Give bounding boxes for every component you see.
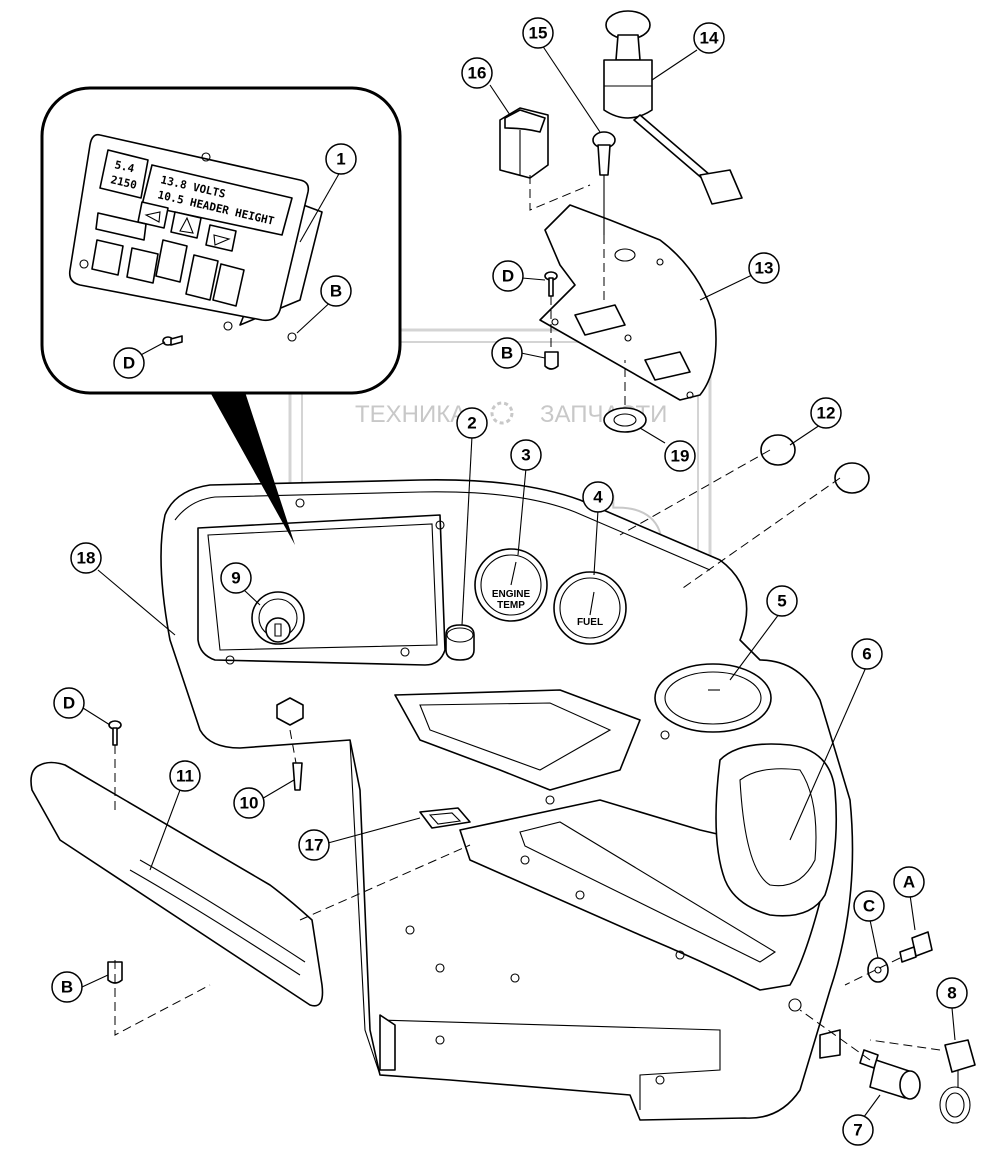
svg-text:6: 6 bbox=[862, 645, 871, 664]
lcd-left-value-2: 2150 bbox=[109, 173, 138, 192]
svg-text:15: 15 bbox=[529, 24, 548, 43]
svg-text:19: 19 bbox=[671, 447, 690, 466]
display-right-arrow-button bbox=[205, 224, 237, 252]
display-screws bbox=[79, 152, 297, 342]
armrest-pad bbox=[30, 761, 324, 1007]
round-plugs-12 bbox=[760, 434, 870, 494]
callout-14: 14 bbox=[693, 22, 725, 54]
watermark-text-right: ЗАПЧАСТИ bbox=[540, 401, 667, 428]
fuel-gauge: FUEL bbox=[553, 571, 627, 645]
callout-3: 3 bbox=[510, 439, 542, 471]
display-left-arrow-button bbox=[137, 201, 169, 229]
svg-text:D: D bbox=[63, 694, 75, 713]
plug-button-10 bbox=[276, 697, 304, 726]
svg-text:16: 16 bbox=[468, 64, 487, 83]
callout-4: 4 bbox=[582, 481, 614, 513]
callout-1: 1 bbox=[325, 143, 357, 175]
svg-text:2: 2 bbox=[467, 414, 476, 433]
callout-12: 12 bbox=[810, 397, 842, 429]
callouts: 1 B D 2 3 4 5 6 7 8 9 10 11 12 13 14 15 … bbox=[51, 17, 968, 1146]
callout-A: A bbox=[893, 866, 925, 898]
mounting-holes bbox=[225, 498, 802, 1085]
callout-C: C bbox=[853, 890, 885, 922]
display-function-keys bbox=[91, 212, 245, 307]
ignition-switch bbox=[251, 591, 305, 645]
callout-D-inset: D bbox=[113, 347, 145, 379]
push-switch-14 bbox=[603, 10, 743, 205]
svg-text:B: B bbox=[501, 344, 513, 363]
callout-15: 15 bbox=[522, 17, 554, 49]
inset-pointer bbox=[210, 392, 295, 545]
storage-cover bbox=[654, 663, 772, 733]
console-body bbox=[160, 479, 854, 1121]
engine-temp-label-1: ENGINE bbox=[492, 589, 531, 600]
callout-2: 2 bbox=[456, 407, 488, 439]
rocker-switch-16 bbox=[499, 107, 549, 179]
svg-text:10: 10 bbox=[240, 794, 259, 813]
mounting-plate-13 bbox=[539, 204, 717, 401]
svg-text:3: 3 bbox=[521, 446, 530, 465]
callout-18: 18 bbox=[70, 542, 102, 574]
clip-10 bbox=[292, 762, 303, 791]
callout-9: 9 bbox=[220, 562, 252, 594]
watermark-gear-icon bbox=[490, 401, 514, 425]
svg-text:1: 1 bbox=[336, 150, 345, 169]
svg-text:12: 12 bbox=[817, 404, 836, 423]
sensor-15 bbox=[592, 131, 616, 235]
svg-text:18: 18 bbox=[77, 549, 96, 568]
bushing-B-top bbox=[544, 351, 559, 370]
washer-19 bbox=[603, 407, 647, 433]
callout-10: 10 bbox=[233, 787, 265, 819]
svg-text:B: B bbox=[61, 978, 73, 997]
svg-text:D: D bbox=[502, 267, 514, 286]
fuel-label: FUEL bbox=[577, 617, 603, 628]
svg-text:7: 7 bbox=[853, 1121, 862, 1140]
engine-temp-gauge: ENGINE TEMP bbox=[474, 548, 548, 622]
svg-text:8: 8 bbox=[947, 984, 956, 1003]
callout-D-left: D bbox=[53, 687, 85, 719]
svg-text:C: C bbox=[863, 897, 875, 916]
svg-text:4: 4 bbox=[593, 488, 603, 507]
svg-text:A: A bbox=[903, 873, 915, 892]
callout-6: 6 bbox=[851, 638, 883, 670]
svg-text:11: 11 bbox=[176, 767, 194, 786]
assembly-lines bbox=[114, 175, 941, 1061]
callout-5: 5 bbox=[766, 585, 798, 617]
callout-19: 19 bbox=[664, 440, 696, 472]
svg-text:5: 5 bbox=[777, 592, 786, 611]
callout-B-inset: B bbox=[320, 275, 352, 307]
rocker-switch-17 bbox=[419, 807, 471, 829]
engine-temp-label-2: TEMP bbox=[497, 600, 525, 611]
callout-D-top: D bbox=[492, 260, 524, 292]
watermark-text-left: ТЕХНИКА bbox=[355, 401, 466, 428]
callout-16: 16 bbox=[461, 57, 493, 89]
indicator-plug bbox=[445, 624, 475, 661]
screw-D-top bbox=[544, 271, 558, 297]
socket-cap-8 bbox=[939, 1039, 976, 1124]
screw-D-inset bbox=[162, 335, 183, 346]
callout-7: 7 bbox=[842, 1114, 874, 1146]
svg-text:14: 14 bbox=[700, 29, 719, 48]
display-warning-button bbox=[170, 211, 202, 239]
svg-text:13: 13 bbox=[755, 259, 774, 278]
display-inset: 13.8 VOLTS 10.5 HEADER HEIGHT 5.4 2150 bbox=[40, 86, 402, 395]
callout-17: 17 bbox=[298, 829, 330, 861]
leader-lines bbox=[81, 44, 956, 1126]
socket-7 bbox=[859, 1049, 921, 1100]
svg-text:B: B bbox=[330, 282, 342, 301]
washer-C bbox=[867, 957, 889, 983]
screw-D-left bbox=[108, 720, 122, 746]
callout-B-top: B bbox=[491, 337, 523, 369]
svg-text:17: 17 bbox=[305, 836, 324, 855]
callout-11: 11 bbox=[169, 760, 201, 792]
svg-text:9: 9 bbox=[231, 569, 240, 588]
bolt-A bbox=[899, 931, 933, 963]
svg-text:D: D bbox=[123, 354, 135, 373]
callout-B-left: B bbox=[51, 971, 83, 1003]
callout-8: 8 bbox=[936, 977, 968, 1009]
lcd-left-value-1: 5.4 bbox=[113, 158, 136, 175]
callout-13: 13 bbox=[748, 252, 780, 284]
bushing-B-left bbox=[107, 961, 123, 984]
